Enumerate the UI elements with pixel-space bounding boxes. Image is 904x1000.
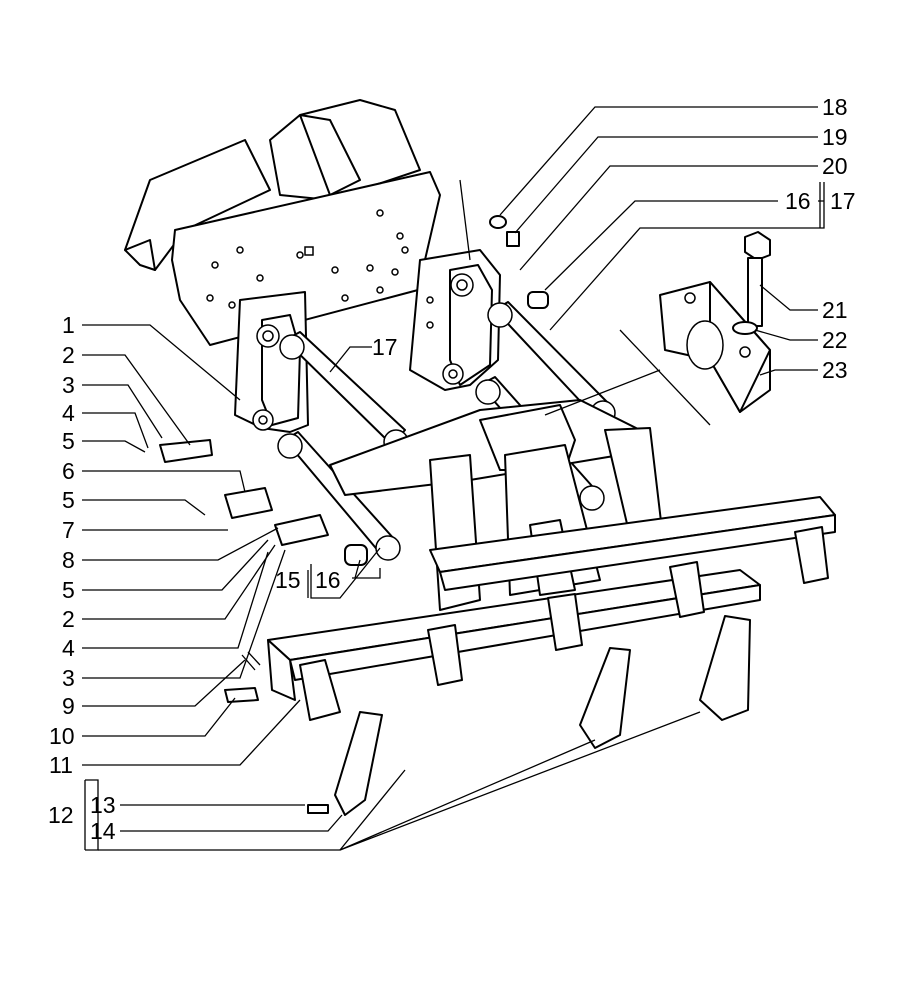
shank-brackets bbox=[299, 526, 829, 721]
callout-14: 14 bbox=[90, 818, 116, 844]
callout-5: 5 bbox=[62, 487, 75, 513]
bolt-19 bbox=[506, 231, 520, 247]
left-mounting-bracket bbox=[234, 291, 309, 433]
drawbar-beam bbox=[429, 496, 836, 591]
callout-22: 22 bbox=[822, 327, 848, 353]
leader-lines bbox=[82, 106, 825, 851]
callout-5: 5 bbox=[62, 577, 75, 603]
callout-23: 23 bbox=[822, 357, 848, 383]
pin-8 bbox=[274, 514, 329, 546]
callout-2: 2 bbox=[62, 606, 75, 632]
lower-link-left bbox=[277, 431, 401, 561]
shank-left bbox=[334, 711, 383, 816]
callout-19: 19 bbox=[822, 124, 848, 150]
callout-5: 5 bbox=[62, 428, 75, 454]
callout-13: 13 bbox=[90, 792, 116, 818]
washer-18 bbox=[489, 215, 507, 229]
callout-17: 17 bbox=[830, 188, 856, 214]
shank-right bbox=[699, 615, 751, 721]
rear-toolbar-beam bbox=[267, 569, 761, 701]
callout-2: 2 bbox=[62, 342, 75, 368]
callout-1: 1 bbox=[62, 312, 75, 338]
callout-4: 4 bbox=[62, 400, 75, 426]
bushing-16-upper bbox=[527, 291, 549, 309]
callout-7: 7 bbox=[62, 517, 75, 543]
callout-18: 18 bbox=[822, 94, 848, 120]
right-mounting-bracket bbox=[409, 249, 501, 391]
callout-16: 16 bbox=[315, 567, 341, 593]
shank-pin-13 bbox=[307, 804, 329, 814]
callout-20: 20 bbox=[822, 153, 848, 179]
callout-6: 6 bbox=[62, 458, 75, 484]
callout-11: 11 bbox=[49, 752, 73, 778]
callout-12: 12 bbox=[48, 802, 74, 828]
callout-17: 17 bbox=[372, 334, 398, 360]
shank-middle bbox=[579, 647, 631, 749]
bolt-21 bbox=[744, 231, 771, 327]
callout-16: 16 bbox=[785, 188, 811, 214]
tractor-frame bbox=[124, 99, 421, 271]
bushing-16-lower bbox=[344, 544, 368, 566]
callout-8: 8 bbox=[62, 547, 75, 573]
washer-22 bbox=[732, 321, 758, 335]
callout-10: 10 bbox=[49, 723, 75, 749]
callout-9: 9 bbox=[62, 693, 75, 719]
group-brackets bbox=[84, 182, 821, 850]
callout-3: 3 bbox=[62, 665, 75, 691]
bearing-block bbox=[659, 281, 771, 413]
pin-2-upper bbox=[159, 439, 213, 463]
pin-6 bbox=[224, 487, 273, 519]
clip-9 bbox=[241, 651, 261, 671]
callout-21: 21 bbox=[822, 297, 848, 323]
pin-10 bbox=[224, 687, 259, 703]
callout-15: 15 bbox=[275, 567, 301, 593]
callout-4: 4 bbox=[62, 635, 75, 661]
callout-3: 3 bbox=[62, 372, 75, 398]
callout-labels: 1 2 3 4 5 6 5 7 8 5 2 4 3 9 10 11 12 13 … bbox=[48, 94, 856, 844]
